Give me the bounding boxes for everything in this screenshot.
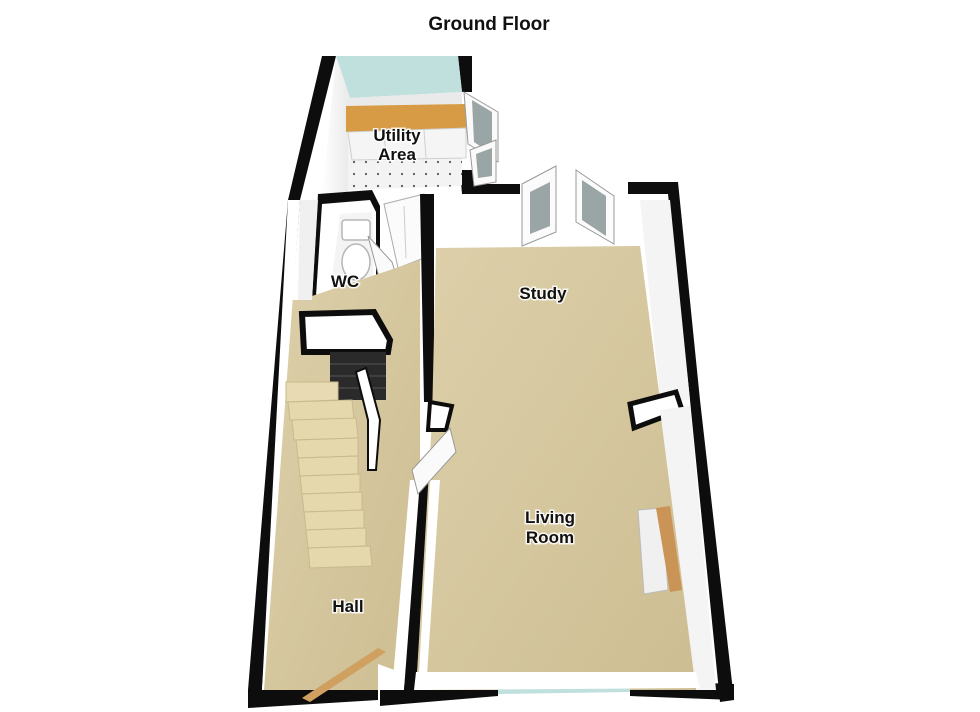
label-living-2: Room — [526, 528, 574, 547]
label-living: Living — [525, 508, 575, 527]
floor-title: Ground Floor — [428, 14, 550, 35]
staircase — [285, 381, 373, 569]
study-living-floor — [416, 246, 696, 690]
label-study: Study — [519, 284, 567, 303]
room-labels: Utility Area WC Study Living Room Hall — [329, 125, 576, 618]
utility-worktop — [346, 104, 466, 132]
utility-door — [383, 193, 425, 269]
label-utility: Utility — [373, 126, 421, 145]
wc-room — [312, 190, 425, 322]
label-wc: WC — [331, 272, 359, 291]
label-hall: Hall — [332, 597, 363, 616]
front-door — [302, 648, 386, 702]
living-room-door — [411, 426, 457, 496]
utility-window — [336, 56, 462, 98]
banister — [354, 366, 382, 471]
toilet — [341, 243, 371, 281]
study-living-room — [404, 165, 716, 694]
label-utility-2: Area — [378, 145, 416, 164]
utility-area — [322, 56, 499, 200]
hall — [262, 200, 420, 702]
